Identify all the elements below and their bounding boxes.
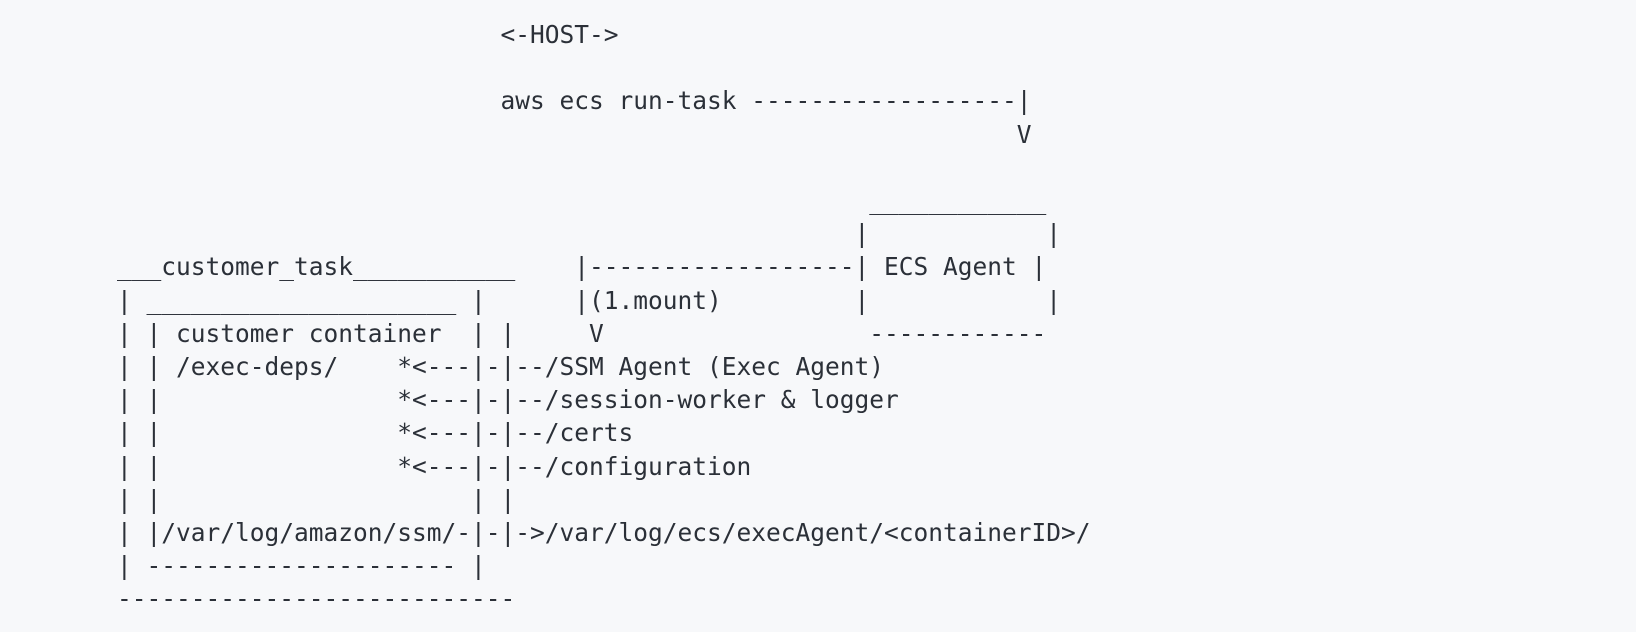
ascii-art-diagram: <-HOST-> aws ecs run-task --------------… — [117, 20, 1091, 614]
